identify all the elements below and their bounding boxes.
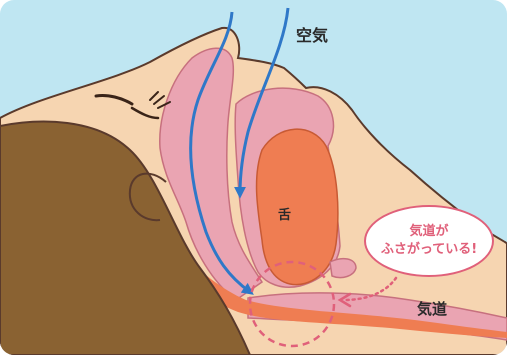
callout-line-2: ふさがっている! — [381, 241, 477, 259]
airway-label: 気道 — [417, 298, 447, 319]
tongue — [257, 129, 338, 284]
uvula — [330, 259, 356, 278]
callout-bubble: 気道が ふさがっている! — [364, 205, 494, 277]
tongue-label: 舌 — [278, 204, 291, 223]
callout-line-1: 気道が — [409, 223, 448, 241]
air-label: 空気 — [296, 22, 328, 46]
